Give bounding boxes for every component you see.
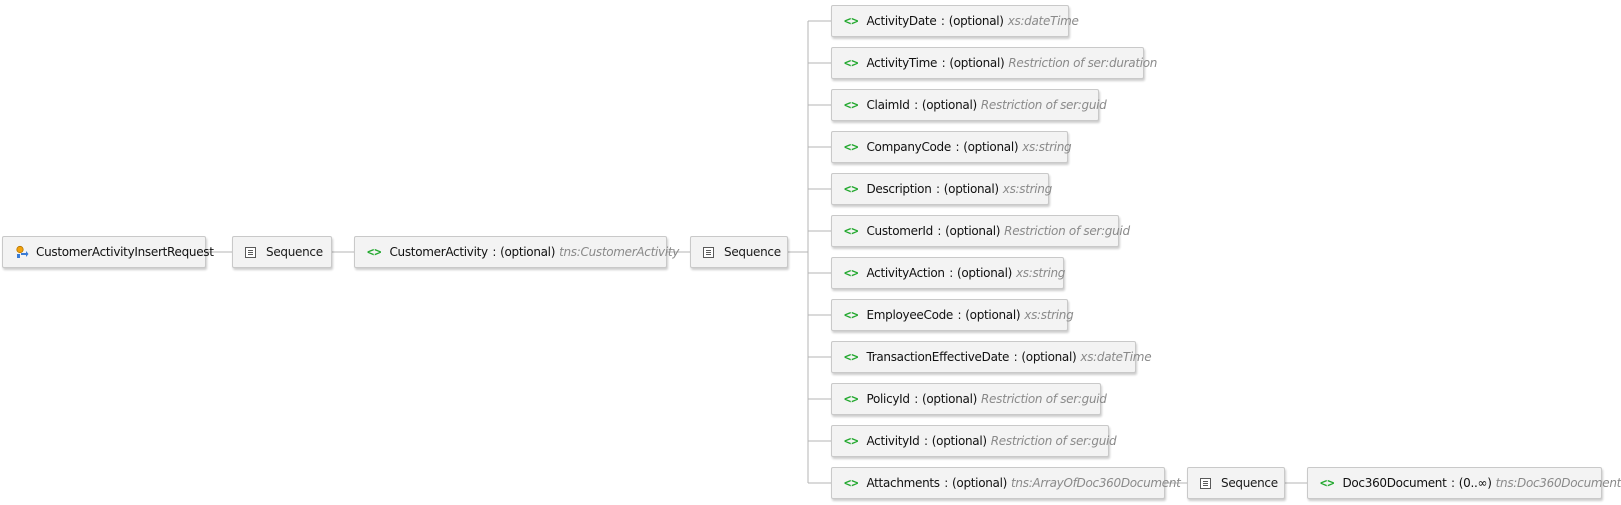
element-cardinality: (optional) bbox=[952, 476, 1008, 490]
element-name: Attachments bbox=[866, 476, 940, 490]
sequence-icon bbox=[1200, 477, 1211, 489]
element-cardinality: (optional) bbox=[922, 392, 977, 406]
element-icon: <> bbox=[844, 14, 859, 28]
element-icon: <> bbox=[1320, 476, 1335, 490]
element-icon: <> bbox=[844, 392, 859, 406]
element-node-activity-date[interactable]: <> ActivityDate : (optional) xs:dateTime bbox=[831, 5, 1079, 37]
element-name: Description bbox=[866, 182, 932, 196]
element-name: PolicyId bbox=[866, 392, 910, 406]
element-node-transaction-effective-date[interactable]: <> TransactionEffectiveDate : (optional)… bbox=[831, 341, 1152, 373]
element-cardinality: (optional) bbox=[948, 14, 1004, 28]
element-node-attachments[interactable]: <> Attachments : (optional) tns:ArrayOfD… bbox=[831, 467, 1181, 499]
element-node-employee-code[interactable]: <> EmployeeCode : (optional) xs:string bbox=[831, 299, 1074, 331]
element-name: TransactionEffectiveDate bbox=[866, 350, 1010, 364]
element-name: CustomerActivity bbox=[389, 245, 488, 259]
element-node-activity-action[interactable]: <> ActivityAction : (optional) xs:string bbox=[831, 257, 1066, 289]
element-cardinality: (0..∞) bbox=[1458, 476, 1492, 490]
element-type: Restriction of ser:guid bbox=[981, 392, 1107, 406]
sequence-icon bbox=[245, 246, 256, 258]
element-node-description[interactable]: <> Description : (optional) xs:string bbox=[831, 173, 1052, 205]
sequence-node[interactable]: Sequence bbox=[232, 236, 332, 268]
sequence-node[interactable]: Sequence bbox=[1187, 467, 1285, 499]
element-type: Restriction of ser:guid bbox=[990, 434, 1117, 448]
element-cardinality: (optional) bbox=[921, 98, 977, 112]
element-name: Doc360Document bbox=[1342, 476, 1447, 490]
element-type: Restriction of ser:guid bbox=[1004, 224, 1130, 238]
element-icon: <> bbox=[367, 245, 382, 259]
element-name: ClaimId bbox=[866, 98, 910, 112]
sequence-label: Sequence bbox=[266, 245, 323, 259]
element-cardinality: (optional) bbox=[931, 434, 987, 448]
element-node-activity-time[interactable]: <> ActivityTime : (optional) Restriction… bbox=[831, 47, 1157, 79]
element-cardinality: (optional) bbox=[956, 266, 1012, 280]
element-icon: <> bbox=[844, 308, 859, 322]
element-name: ActivityAction bbox=[866, 266, 945, 280]
element-type: tns:Doc360Document bbox=[1495, 476, 1621, 490]
element-type: xs:string bbox=[1024, 308, 1074, 322]
sequence-label: Sequence bbox=[1221, 476, 1278, 490]
element-type: Restriction of ser:guid bbox=[980, 98, 1107, 112]
element-icon: <> bbox=[844, 350, 859, 364]
element-type: tns:ArrayOfDoc360Document bbox=[1011, 476, 1181, 490]
element-cardinality: (optional) bbox=[943, 182, 999, 196]
element-node-customer-id[interactable]: <> CustomerId : (optional) Restriction o… bbox=[831, 215, 1130, 247]
element-icon: <> bbox=[844, 98, 859, 112]
element-node-customer-activity[interactable]: <> CustomerActivity : (optional) tns:Cus… bbox=[354, 236, 679, 268]
element-type: Restriction of ser:duration bbox=[1008, 56, 1158, 70]
element-cardinality: (optional) bbox=[1021, 350, 1077, 364]
element-name: EmployeeCode bbox=[866, 308, 954, 322]
element-name: ActivityDate bbox=[866, 14, 937, 28]
element-icon: <> bbox=[844, 56, 859, 70]
element-name: ActivityTime bbox=[866, 56, 938, 70]
root-type-node[interactable]: CustomerActivityInsertRequest bbox=[2, 236, 214, 268]
element-icon: <> bbox=[844, 224, 859, 238]
element-icon: <> bbox=[844, 476, 859, 490]
sequence-icon bbox=[703, 246, 714, 258]
element-cardinality: (optional) bbox=[500, 245, 556, 259]
element-type: xs:string bbox=[1015, 266, 1066, 280]
element-name: CompanyCode bbox=[866, 140, 951, 154]
element-node-company-code[interactable]: <> CompanyCode : (optional) xs:string bbox=[831, 131, 1072, 163]
element-icon: <> bbox=[844, 266, 859, 280]
root-type-name: CustomerActivityInsertRequest bbox=[36, 245, 214, 259]
element-type: tns:CustomerActivity bbox=[559, 245, 680, 259]
sequence-label: Sequence bbox=[724, 245, 781, 259]
element-node-activity-id[interactable]: <> ActivityId : (optional) Restriction o… bbox=[831, 425, 1117, 457]
element-cardinality: (optional) bbox=[963, 140, 1019, 154]
element-node-doc360-document[interactable]: <> Doc360Document : (0..∞) tns:Doc360Doc… bbox=[1307, 467, 1621, 499]
element-type: xs:string bbox=[1002, 182, 1052, 196]
element-cardinality: (optional) bbox=[949, 56, 1005, 70]
element-cardinality: (optional) bbox=[945, 224, 1001, 238]
element-node-policy-id[interactable]: <> PolicyId : (optional) Restriction of … bbox=[831, 383, 1107, 415]
element-cardinality: (optional) bbox=[965, 308, 1021, 322]
complex-type-icon bbox=[16, 245, 29, 258]
element-type: xs:dateTime bbox=[1007, 14, 1079, 28]
element-name: CustomerId bbox=[866, 224, 933, 238]
element-icon: <> bbox=[844, 182, 859, 196]
element-icon: <> bbox=[844, 434, 859, 448]
sequence-node[interactable]: Sequence bbox=[690, 236, 788, 268]
element-name: ActivityId bbox=[866, 434, 920, 448]
element-type: xs:dateTime bbox=[1080, 350, 1152, 364]
element-node-claim-id[interactable]: <> ClaimId : (optional) Restriction of s… bbox=[831, 89, 1107, 121]
element-type: xs:string bbox=[1022, 140, 1072, 154]
element-icon: <> bbox=[844, 140, 859, 154]
